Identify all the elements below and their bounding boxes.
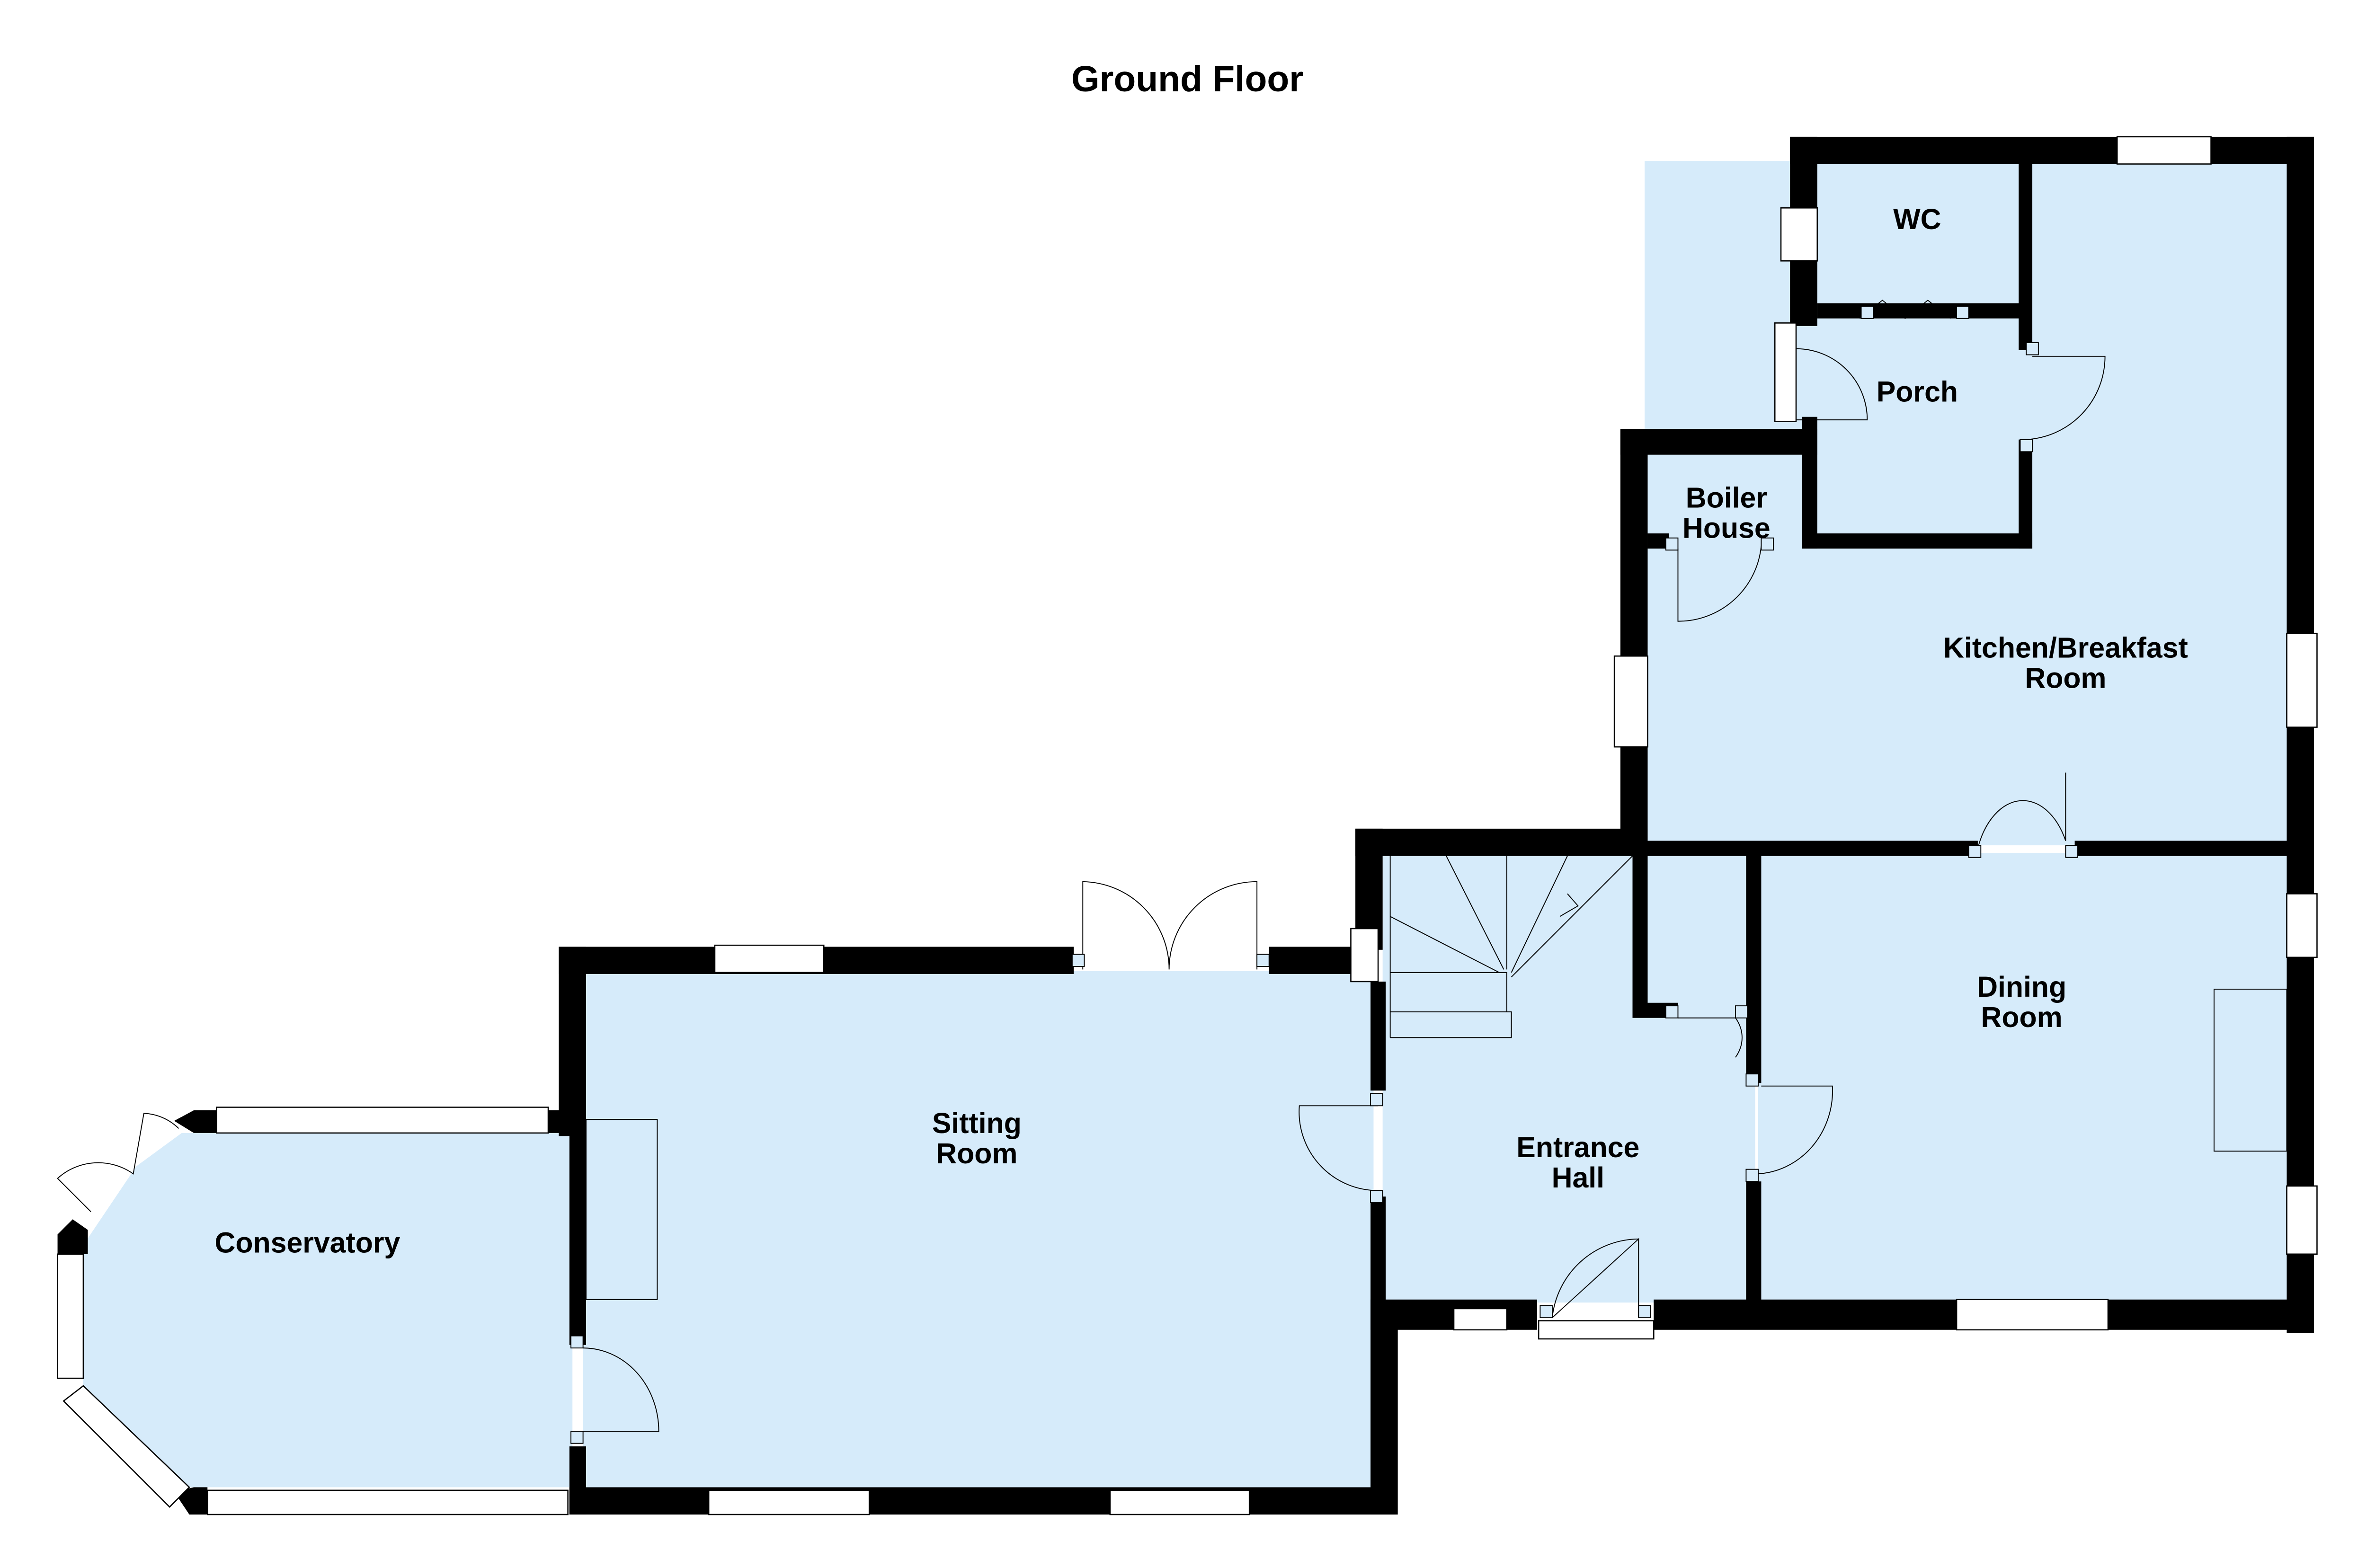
label-boiler-1: Boiler <box>1686 482 1767 514</box>
dining-room-floor <box>1758 853 2290 1303</box>
label-kitchen-2: Room <box>2025 662 2106 694</box>
doors <box>57 300 2106 1444</box>
label-dining-2: Room <box>1981 1001 2063 1033</box>
sitting-room-floor <box>583 971 1374 1490</box>
wc-floor <box>1814 161 2022 313</box>
label-entrance-2: Hall <box>1552 1161 1604 1194</box>
label-entrance-1: Entrance <box>1516 1131 1639 1163</box>
label-dining-1: Dining <box>1977 971 2066 1003</box>
floor-title: Ground Floor <box>1071 59 1303 99</box>
entrance-hall-floor <box>1382 853 1755 1303</box>
room-labels: WC Porch Boiler House Kitchen/Breakfast … <box>215 203 2188 1259</box>
fireplace-dining-room <box>2213 989 2287 1152</box>
label-conservatory: Conservatory <box>215 1227 400 1259</box>
boiler-house-floor <box>1645 452 1806 543</box>
windows <box>57 136 2318 1515</box>
fireplace-sitting-room <box>586 1119 658 1300</box>
label-boiler-2: House <box>1682 512 1771 544</box>
porch-floor <box>1796 315 2022 543</box>
label-wc: WC <box>1893 203 1941 235</box>
conservatory-floor <box>83 1133 573 1488</box>
label-sitting-2: Room <box>936 1137 1017 1169</box>
label-porch: Porch <box>1877 376 1958 408</box>
label-sitting-1: Sitting <box>932 1107 1022 1139</box>
staircase <box>1389 855 1633 1038</box>
label-kitchen-1: Kitchen/Breakfast <box>1943 631 2188 664</box>
room-fills <box>83 161 2290 1490</box>
